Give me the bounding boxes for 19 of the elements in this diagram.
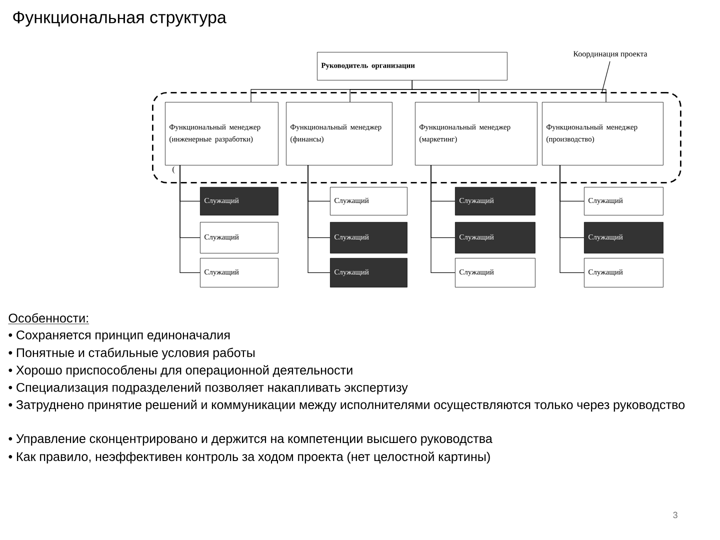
bullet-item: • Хорошо приспособлены для операционной деятельности: [8, 365, 352, 378]
connector-line: [308, 164, 330, 273]
leader-line: [602, 61, 610, 92]
connector-line: [560, 164, 584, 273]
bullet-item: • Управление сконцентрировано и держится на компетенции высшего руководства: [8, 434, 492, 446]
bullet-item: • Сохраняется принцип единоначалия: [8, 330, 230, 342]
bullet-item: • Понятные и стабильные условия работы: [8, 348, 255, 360]
connector-line: [430, 164, 456, 273]
connector-line: [412, 80, 606, 102]
connector-line: [180, 164, 200, 273]
bullet-item: • Затруднено принятие решений и коммуникации между исполнителями осуществляются только через руководство: [8, 400, 685, 412]
bullet-item: • Специализация подразделений позволяет накапливать экспертизу: [8, 382, 408, 394]
bracket-mark: (: [172, 166, 175, 174]
annotation-text: Координация проекта: [573, 51, 648, 58]
title: Функциональная структура: [13, 11, 226, 27]
dashed-group-frame: [152, 92, 682, 184]
bullet-item: • Как правило, неэффективен контроль за ходом проекта (нет целостной картины): [8, 452, 490, 464]
page-number: 3: [673, 512, 678, 518]
heading-text: Особенности:: [8, 313, 90, 324]
